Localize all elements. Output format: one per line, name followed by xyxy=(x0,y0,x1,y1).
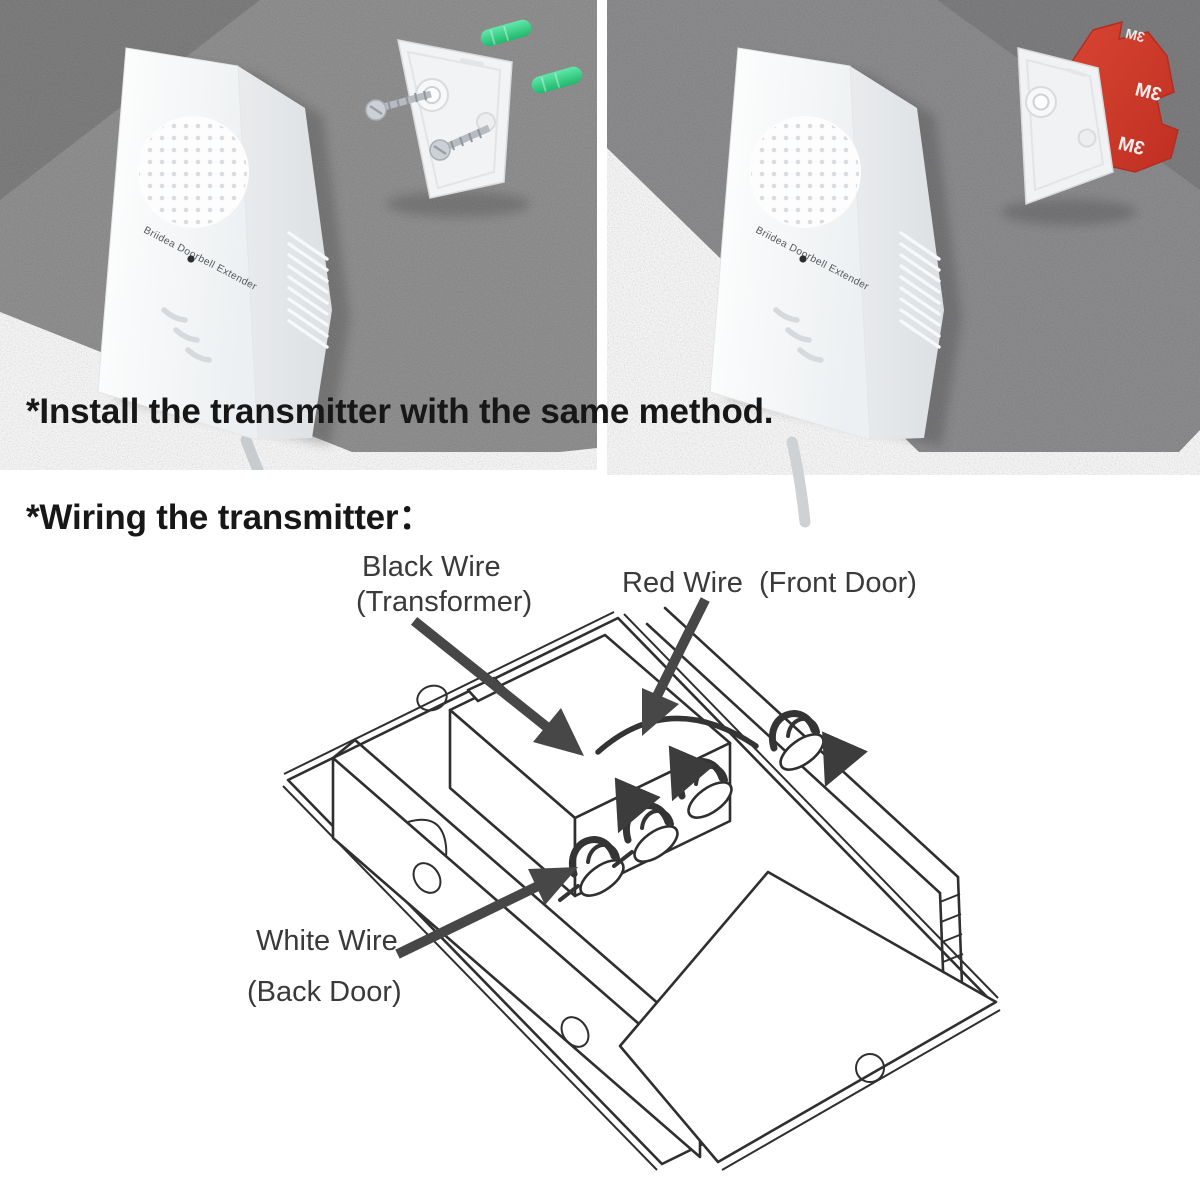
mounting-screw xyxy=(429,124,491,161)
label-black-wire-sub: (Transformer) xyxy=(356,586,532,618)
terminal-screws xyxy=(558,710,868,902)
wall-anchor xyxy=(480,19,532,47)
label-black-wire: Black Wire xyxy=(362,551,501,583)
bracket-boss-hole xyxy=(1032,93,1050,111)
bottom-right-panel xyxy=(618,870,1001,1171)
plate-hole xyxy=(416,684,448,712)
label-white-wire: White Wire xyxy=(256,925,398,957)
touch-buttons xyxy=(773,307,824,363)
bridge-wire xyxy=(595,715,759,755)
panel-hole xyxy=(855,1053,885,1083)
side-vents xyxy=(287,231,329,349)
wrap-arrow xyxy=(668,745,715,802)
label-white-wire-sub: (Back Door) xyxy=(247,976,402,1008)
rail-hole xyxy=(560,1016,590,1048)
speaker-grille-dots xyxy=(139,118,247,226)
side-vents xyxy=(899,231,941,349)
status-led xyxy=(187,255,195,263)
bracket-slot xyxy=(1066,68,1086,77)
power-cord xyxy=(786,436,811,528)
arrow-white-wire xyxy=(395,867,578,959)
bracket-screw-hole xyxy=(1077,128,1097,148)
touch-buttons xyxy=(161,307,212,363)
mounting-bracket xyxy=(1017,47,1114,206)
mounting-screw xyxy=(365,90,432,121)
mounting-bracket xyxy=(365,39,513,199)
arrow-black-wire xyxy=(410,616,584,756)
wrap-arrow xyxy=(614,777,661,834)
photo-install-screws: Briidea Doorbell Extender xyxy=(0,0,597,470)
bracket-shadow xyxy=(1001,199,1137,225)
wall-anchor xyxy=(531,66,583,94)
chime-base-plate xyxy=(282,611,999,1171)
label-red-wire: Red Wire (Front Door) xyxy=(622,567,917,599)
status-led xyxy=(799,255,807,263)
wiring-diagram: Black Wire (Transformer) Red Wire (Front… xyxy=(247,551,1001,1171)
rail-hole xyxy=(412,862,442,894)
photo-install-adhesive: Briidea Doorbell Extender 3M 3M 3M xyxy=(607,0,1200,528)
caption-wiring: *Wiring the transmitter： xyxy=(26,498,434,537)
terminal-screw xyxy=(558,836,625,902)
device-side-face xyxy=(850,66,944,440)
power-cord xyxy=(240,434,264,470)
bracket-inner-ridge xyxy=(406,50,502,190)
doorbell-device: Briidea Doorbell Extender xyxy=(709,47,944,441)
wrap-arrow xyxy=(822,731,868,788)
doorbell-device: Briidea Doorbell Extender xyxy=(97,47,332,441)
terminal-screw xyxy=(768,710,825,771)
bracket-slot xyxy=(460,58,484,66)
arrow-red-wire xyxy=(642,597,710,736)
adhesive-brand-text: 3M xyxy=(1124,25,1147,45)
speaker-grille-dots xyxy=(751,118,859,226)
device-side-face xyxy=(238,66,332,440)
caption-install: *Install the transmitter with the same m… xyxy=(26,392,774,431)
bracket-shadow xyxy=(386,191,530,217)
